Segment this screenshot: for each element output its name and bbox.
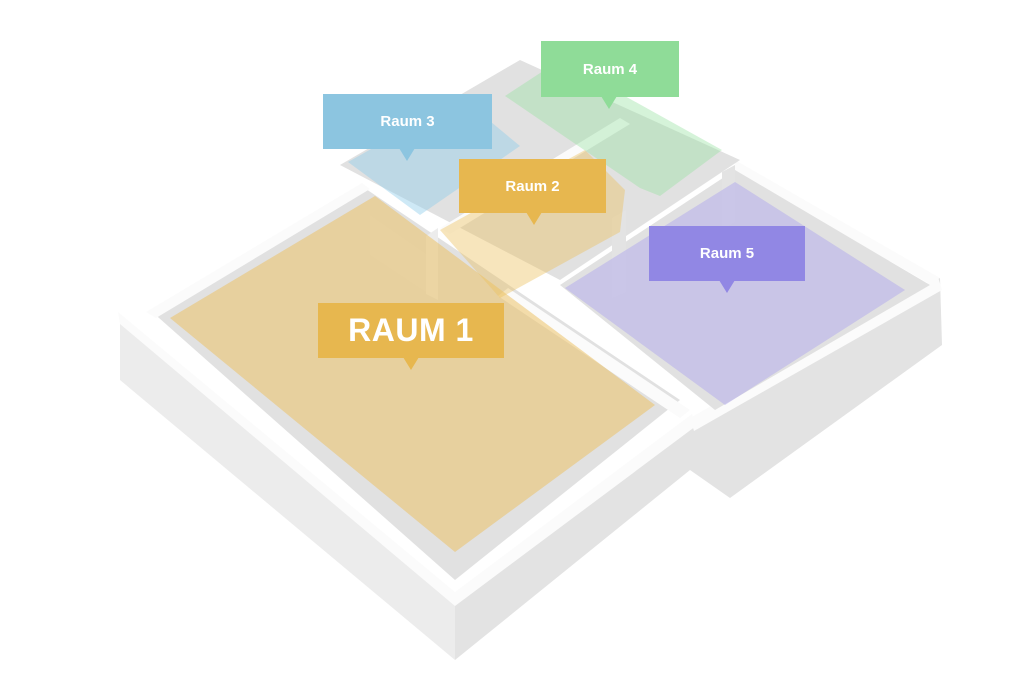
room-label-raum-4-pointer [601,96,617,109]
room-label-raum-5-text: Raum 5 [699,245,755,262]
room-label-raum-2[interactable]: Raum 2 [459,159,606,225]
room-label-raum-1[interactable]: RAUM 1 [318,303,504,370]
wall-right-rim [690,277,942,431]
room-label-raum-5[interactable]: Raum 5 [649,226,805,293]
room-label-raum-3-pointer [399,148,415,161]
wall-main-top-rim [118,312,696,606]
wall-shell-main [118,312,696,660]
room-label-raum-5-pointer [719,280,735,293]
partition-left-rim [146,183,370,318]
partition-raum5-rim [498,288,690,418]
room-label-raum-4[interactable]: Raum 4 [541,41,679,109]
wall-main-left-face [120,318,455,660]
partition-raum5-west [612,210,626,298]
wall-main-right-face [455,420,690,660]
room-label-raum-1-text: RAUM 1 [348,312,474,348]
room-label-raum-2-pointer [526,212,542,225]
room-raum-1-area [170,196,655,552]
room-label-raum-2-text: Raum 2 [505,177,560,195]
room-label-raum-1-pointer [403,357,419,370]
room-label-raum-3[interactable]: Raum 3 [323,94,492,161]
partition-raum5-north [722,165,735,230]
wall-right-top [735,160,940,290]
wall-shell-right [690,160,942,498]
wall-right-face [690,278,942,498]
room-label-raum-3-text: Raum 3 [380,113,435,130]
room-label-raum-4-text: Raum 4 [582,60,638,78]
